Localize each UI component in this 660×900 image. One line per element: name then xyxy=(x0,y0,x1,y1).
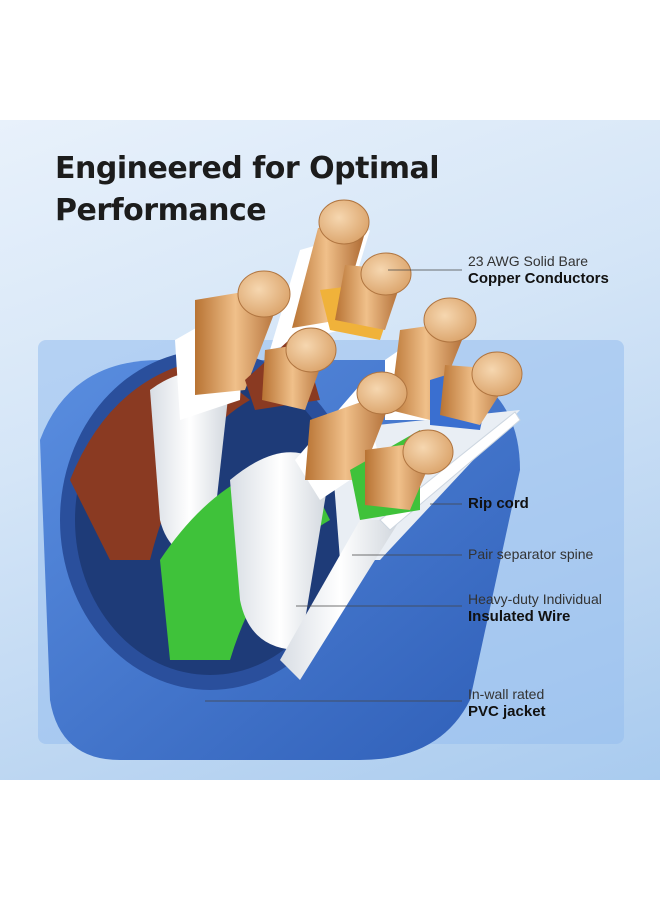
callout-strong-text: Rip cord xyxy=(468,495,529,512)
callout-insulated-wire: Heavy-duty Individual Insulated Wire xyxy=(468,591,602,625)
headline: Engineered for Optimal Performance xyxy=(55,148,440,232)
callout-strong-text: Insulated Wire xyxy=(468,608,571,625)
callout-rip-cord: Rip cord xyxy=(468,495,529,512)
callout-pvc-jacket: In-wall rated PVC jacket xyxy=(468,686,546,720)
leader-lines xyxy=(205,269,462,702)
callout-light-text: Pair separator spine xyxy=(468,546,594,562)
headline-line-2: Performance xyxy=(55,193,267,228)
callout-light-text: In-wall rated xyxy=(468,686,545,702)
callout-strong-text: PVC jacket xyxy=(468,703,546,720)
copper-conductors xyxy=(175,199,523,520)
callout-strong-text: Copper Conductors xyxy=(468,270,609,287)
callout-light-text: 23 AWG Solid Bare xyxy=(468,253,589,269)
callout-pair-separator-spine: Pair separator spine xyxy=(468,546,593,563)
callout-light-text: Heavy-duty Individual xyxy=(468,591,602,607)
callout-copper-conductors: 23 AWG Solid Bare Copper Conductors xyxy=(468,253,609,287)
headline-line-1: Engineered for Optimal xyxy=(55,151,440,186)
